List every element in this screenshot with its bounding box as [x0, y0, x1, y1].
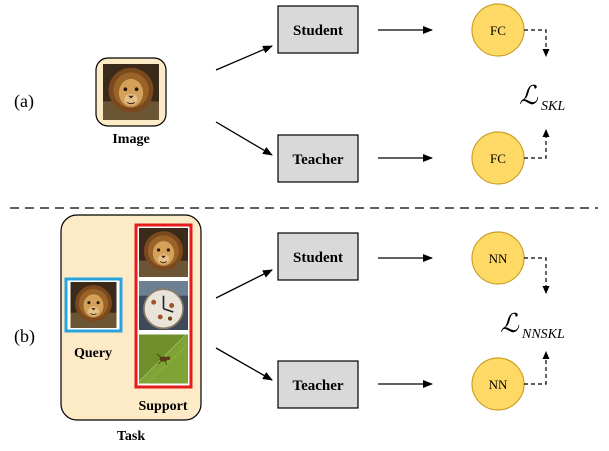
student-box-a: [277, 5, 359, 54]
student-label-a: Student: [293, 23, 343, 39]
dashed-arrow-student-to-loss-a: [524, 29, 550, 57]
query-caption: Query: [74, 346, 112, 361]
loss-symbol-a: ℒ: [519, 81, 539, 110]
student-box-b: [277, 232, 359, 281]
dashed-arrow-teacher-to-loss-a: [524, 129, 550, 159]
support-clock-icon: [139, 280, 188, 331]
loss-symbol-b: ℒ: [500, 309, 520, 338]
fc-label-student: FC: [490, 23, 506, 38]
nn-label-teacher: NN: [489, 377, 508, 392]
teacher-box-a: [277, 134, 359, 183]
nn-label-student: NN: [489, 251, 508, 266]
fc-label-teacher: FC: [490, 151, 506, 166]
query-lion-icon: [70, 282, 117, 328]
panel-b-label: (b): [14, 326, 35, 347]
teacher-label-a: Teacher: [292, 152, 343, 168]
teacher-box-b: [277, 360, 359, 409]
support-caption: Support: [138, 399, 187, 414]
arrow-image-to-teacher: [215, 121, 273, 156]
arrow-image-to-student: [215, 45, 273, 71]
dashed-arrow-teacher-to-loss-b: [524, 351, 550, 385]
student-label-b: Student: [293, 250, 343, 266]
dashed-arrow-student-to-loss-b: [524, 257, 550, 294]
arrow-task-to-teacher: [215, 347, 273, 381]
image-tile: [95, 57, 167, 127]
loss-subscript-b: NNSKL: [521, 327, 565, 342]
panel-a-label: (a): [14, 91, 34, 112]
arrow-task-to-student: [215, 269, 273, 299]
support-leaf-insect-icon: [139, 334, 188, 384]
loss-subscript-a: SKL: [541, 99, 565, 114]
lion-photo-icon: [103, 64, 159, 120]
support-lion-icon: [139, 228, 188, 277]
image-caption: Image: [112, 132, 149, 147]
task-caption: Task: [117, 429, 146, 444]
teacher-label-b: Teacher: [292, 378, 343, 394]
